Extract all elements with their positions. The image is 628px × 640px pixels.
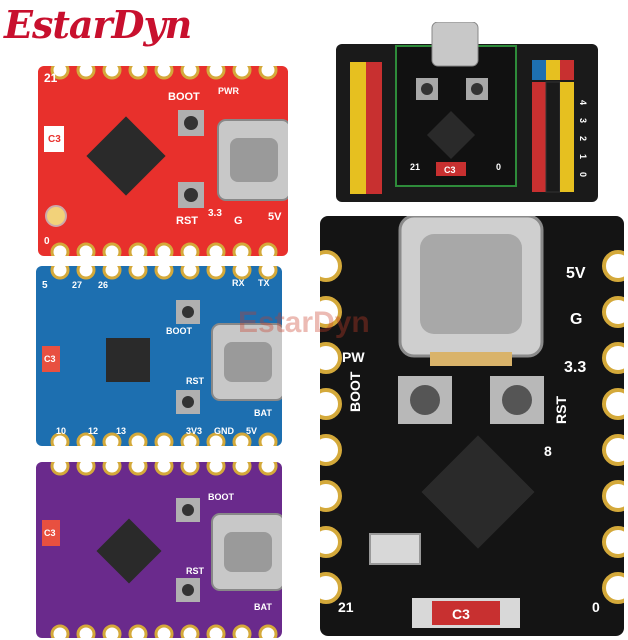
svg-text:PWR: PWR [218,86,239,96]
svg-text:3.3: 3.3 [208,208,222,219]
purple-esp32c3-board: C3 BOOT RST BAT [36,462,282,638]
svg-text:1: 1 [578,154,588,159]
svg-text:4: 4 [578,100,588,105]
svg-text:21: 21 [338,599,354,615]
svg-text:G: G [570,311,582,328]
watermark: EstarDyn [238,306,370,339]
svg-text:C3: C3 [452,606,470,622]
brand-logo: EstarDyn [4,2,192,47]
svg-text:BOOT: BOOT [347,371,363,412]
svg-text:5V: 5V [246,426,257,436]
svg-text:RST: RST [186,566,205,576]
svg-text:13: 13 [116,426,126,436]
svg-text:12: 12 [88,426,98,436]
blue-esp32c3-board: C3 5 27 26 BOOT RST RX TX BAT 10 12 13 3… [36,266,282,446]
pin-label-21: 21 [44,71,58,85]
svg-text:3: 3 [578,118,588,123]
svg-text:RX: RX [232,278,245,288]
svg-text:3.3: 3.3 [564,359,586,376]
red-esp32c3-board: C3 21 BOOT PWR RST 3.3 5V G 0 [38,66,288,256]
svg-text:5V: 5V [566,265,586,282]
svg-text:0: 0 [44,236,50,247]
svg-text:TX: TX [258,278,270,288]
svg-text:2: 2 [578,136,588,141]
svg-text:0: 0 [578,172,588,177]
svg-text:5: 5 [42,280,48,291]
svg-text:RST: RST [176,215,198,227]
svg-text:0: 0 [592,599,600,615]
svg-text:C3: C3 [44,528,56,538]
black-esp32c3-board: C3 5V G PW 3.3 BOOT RST 8 21 0 [320,216,624,636]
svg-text:G: G [234,215,243,227]
svg-text:26: 26 [98,280,108,290]
svg-text:8: 8 [544,443,552,459]
svg-text:C3: C3 [44,354,56,364]
svg-text:BOOT: BOOT [208,492,235,502]
svg-text:C3: C3 [444,165,456,175]
svg-text:GND: GND [214,426,235,436]
svg-text:3V3: 3V3 [186,426,202,436]
svg-text:BAT: BAT [254,408,272,418]
shield-board-with-headers: C3 21 0 0 1 2 3 4 [336,22,598,202]
svg-text:BOOT: BOOT [168,91,200,103]
svg-text:RST: RST [553,396,569,424]
svg-text:5V: 5V [268,211,282,223]
svg-text:10: 10 [56,426,66,436]
svg-text:27: 27 [72,280,82,290]
svg-text:RST: RST [186,376,205,386]
svg-text:C3: C3 [48,134,61,145]
svg-text:0: 0 [496,162,501,172]
svg-text:BAT: BAT [254,602,272,612]
svg-text:21: 21 [410,162,420,172]
svg-text:PW: PW [342,349,365,365]
svg-text:BOOT: BOOT [166,326,193,336]
